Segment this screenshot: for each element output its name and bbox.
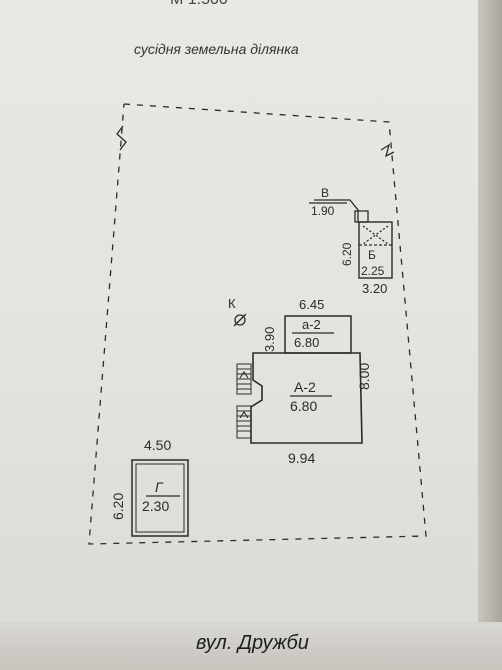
- leader-v: [314, 199, 359, 222]
- annex-width: 6.45: [299, 297, 325, 312]
- structure-v: [354, 210, 369, 223]
- shed-b-outline: [358, 221, 393, 279]
- neighbor-plot-label: сусідня земельна ділянка: [134, 41, 299, 57]
- shed-b-letter: Б: [368, 248, 376, 262]
- structure-v-height: 1.90: [311, 204, 335, 218]
- main-house-depth: 8.00: [356, 362, 372, 390]
- main-house-width: 9.94: [288, 450, 316, 466]
- shed-b-width: 3.20: [362, 281, 388, 296]
- break-mark-right: [380, 143, 395, 158]
- stairs: [236, 363, 252, 439]
- shed-b-height: 2.25: [361, 264, 385, 278]
- outbuilding-g-height: 2.30: [142, 498, 170, 514]
- sheet-edge: [478, 0, 502, 622]
- plot-boundary: [88, 103, 427, 545]
- lower-sheet: [0, 622, 502, 670]
- outbuilding-g-depth: 6.20: [110, 492, 126, 520]
- well-symbol: [234, 314, 246, 326]
- annex-outline: [284, 315, 352, 354]
- structure-v-letter: В: [321, 186, 330, 200]
- main-house-height: 6.80: [290, 398, 318, 414]
- plan-sheet: [0, 0, 478, 622]
- street-label: вул. Дружби: [196, 632, 309, 654]
- well-letter: К: [228, 296, 236, 311]
- outbuilding-g-width: 4.50: [144, 437, 172, 453]
- scale-fragment: M 1:500: [170, 0, 228, 8]
- shed-b-depth: 6.20: [340, 242, 354, 266]
- outbuilding-g-letter: Г: [155, 479, 163, 495]
- break-mark-left: [116, 125, 127, 151]
- annex-letter: а-2: [302, 317, 321, 332]
- main-house-letter: А-2: [294, 379, 316, 395]
- annex-depth: 3.90: [262, 326, 277, 352]
- outbuilding-g-outline: [131, 459, 189, 537]
- annex-height: 6.80: [294, 335, 320, 350]
